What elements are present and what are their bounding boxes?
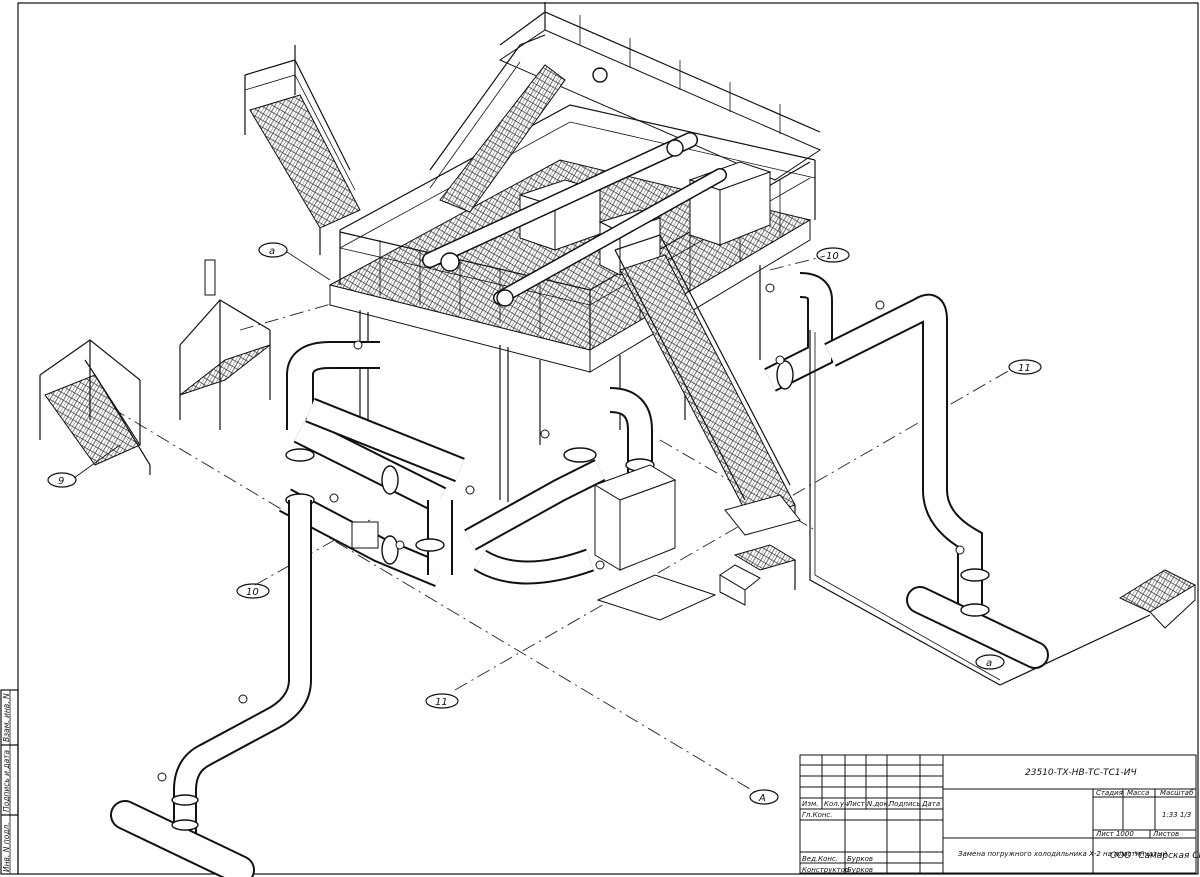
hdr-list: Лист xyxy=(846,800,866,808)
callout-11-bottom: 11 xyxy=(425,693,459,709)
svg-text:10: 10 xyxy=(246,587,259,598)
platform-headers xyxy=(422,67,727,307)
right-top-stair xyxy=(429,34,566,213)
floor-frame-right xyxy=(809,330,1197,686)
row-konstr-name: Бурков xyxy=(847,866,873,874)
hdr-data: Дата xyxy=(921,800,940,808)
drawing-title: Замена погружного холодильника Х-2 на пл… xyxy=(958,850,1167,858)
pipe-loop-left xyxy=(278,341,465,587)
callout-9: 9 xyxy=(47,444,121,488)
callout-A: А xyxy=(749,789,779,805)
tank-box xyxy=(593,464,677,571)
small-steps xyxy=(719,544,797,606)
side-sign-date: Подпись и дата xyxy=(2,749,11,812)
stage-label: Стадия xyxy=(1096,789,1123,797)
hdr-podpis: Подпись xyxy=(889,800,921,808)
callout-a-right: а xyxy=(975,654,1005,670)
doc-code: 23510-ТХ-НВ-ТС-ТС1-ИЧ xyxy=(1025,768,1137,778)
side-stamp: Взам. инв. N Подпись и дата Инв. N подл. xyxy=(2,693,11,872)
callout-11-right: 11 xyxy=(1008,359,1042,375)
pipe-right-run xyxy=(764,272,1049,669)
scale-label: Масштаб xyxy=(1160,789,1194,797)
svg-text:11: 11 xyxy=(435,697,448,708)
row-ved-name: Бурков xyxy=(847,855,873,863)
sheet-label: Лист 1000 xyxy=(1095,830,1134,838)
row-konstr: Конструктор xyxy=(802,866,850,874)
stair-unit-mid xyxy=(179,259,271,430)
svg-text:а: а xyxy=(986,658,992,669)
sheets-label: Листов xyxy=(1152,830,1179,838)
callout-10-left: 10 xyxy=(236,583,270,599)
svg-text:9: 9 xyxy=(58,476,64,487)
callout-a-top: а xyxy=(258,242,331,281)
hdr-izm: Изм. xyxy=(802,800,818,808)
side-inv-sub: Взам. инв. N xyxy=(2,693,11,742)
svg-text:а: а xyxy=(269,246,275,257)
floor-plate xyxy=(596,574,717,621)
left-top-stair xyxy=(244,45,361,255)
valves xyxy=(157,283,965,782)
hdr-ndok: N.док. xyxy=(867,800,890,808)
row-gl-kons: Гл.Конс. xyxy=(802,811,833,819)
hdr-kolUch: Кол.уч xyxy=(824,800,848,808)
title-block: Изм. Кол.уч Лист N.док. Подпись Дата Гл.… xyxy=(799,754,1200,874)
company-name: ООО "Самарская СМК" xyxy=(1110,851,1200,861)
row-ved-kons: Вед.Конс. xyxy=(802,855,838,863)
main-diagonal-stair xyxy=(614,234,801,536)
callout-10-top: 10 xyxy=(816,247,850,263)
pipe-left-down xyxy=(110,500,312,877)
stair-unit-9 xyxy=(39,339,151,475)
side-inv-orig: Инв. N подл. xyxy=(2,822,11,872)
mass-label: Масса xyxy=(1127,789,1149,797)
pipe-loop-center xyxy=(464,387,655,585)
scale-value: 1:33 1/3 xyxy=(1162,811,1191,819)
svg-text:А: А xyxy=(758,793,766,804)
svg-text:11: 11 xyxy=(1018,363,1031,374)
svg-text:10: 10 xyxy=(826,251,839,262)
